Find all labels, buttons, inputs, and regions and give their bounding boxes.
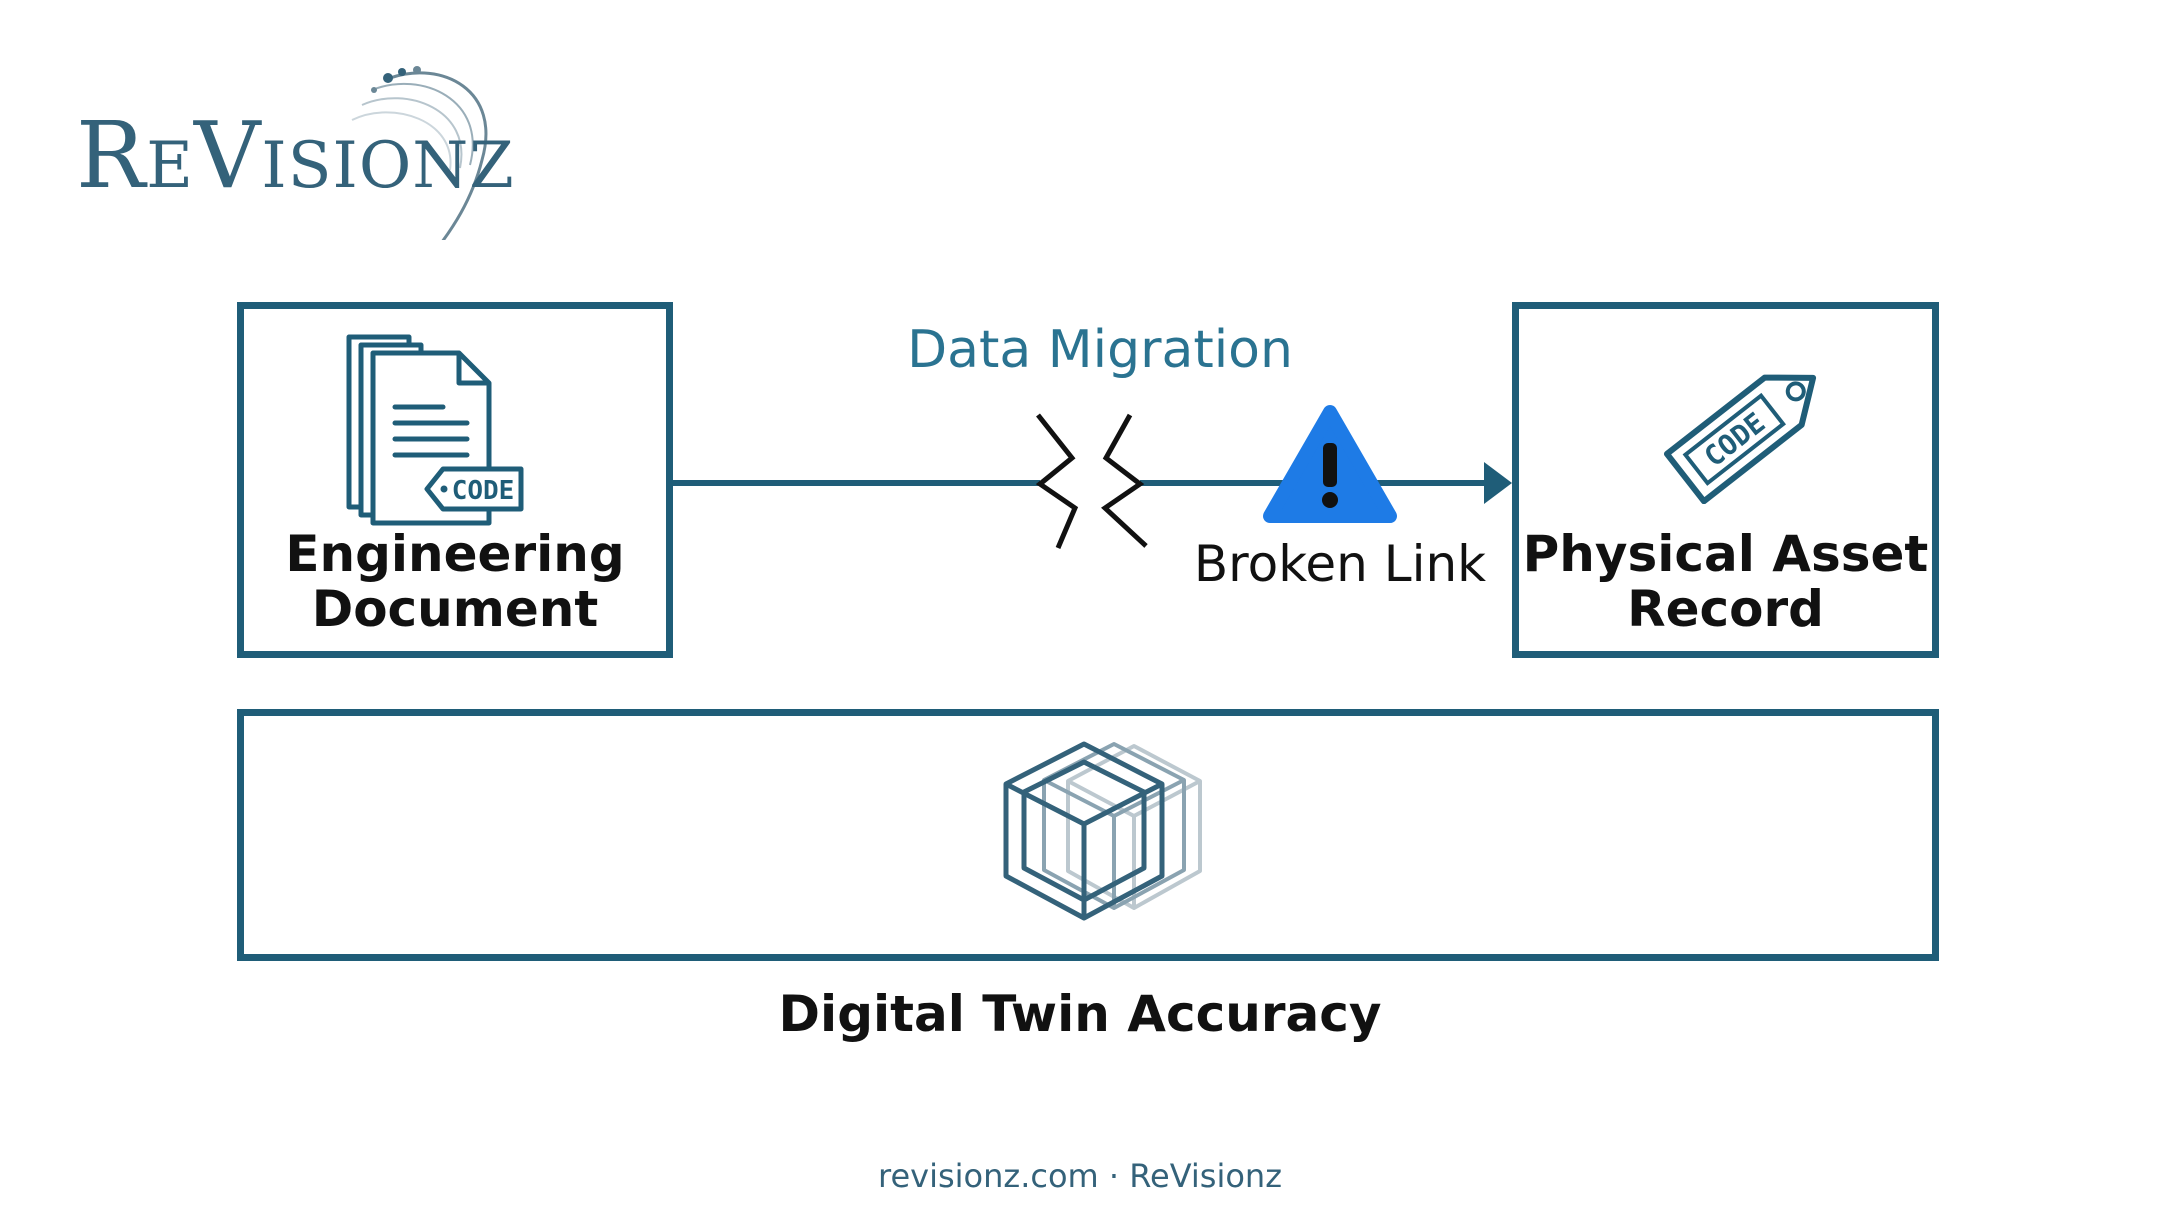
code-document-icon: CODE — [346, 334, 524, 526]
engineering-document-box: CODE Engineering Document — [237, 302, 673, 658]
broken-link-label: Broken Link — [1193, 535, 1487, 593]
physical-asset-record-label: Physical Asset Record — [1522, 525, 1929, 638]
footer-text: revisionz.com · ReVisionz — [878, 1157, 1282, 1195]
digital-twin-label: Digital Twin Accuracy — [778, 985, 1382, 1043]
logo-wordmark: ReVisionz — [76, 102, 515, 209]
arrowhead-icon — [1484, 462, 1512, 504]
cube-icon — [1003, 741, 1202, 921]
brand-logo: ReVisionz — [72, 50, 515, 240]
engineering-document-label: Engineering Document — [285, 525, 625, 638]
physical-asset-record-box: CODE Physical Asset Record — [1512, 302, 1939, 658]
code-tag-icon: CODE — [1663, 374, 1817, 504]
logo-swoosh-icon — [351, 66, 488, 240]
digital-twin-box — [237, 709, 1939, 961]
warning-triangle-icon — [1263, 405, 1397, 523]
connector-label: Data Migration — [907, 320, 1293, 380]
code-tag-text: CODE — [452, 476, 515, 506]
broken-link-icon — [1035, 413, 1148, 549]
